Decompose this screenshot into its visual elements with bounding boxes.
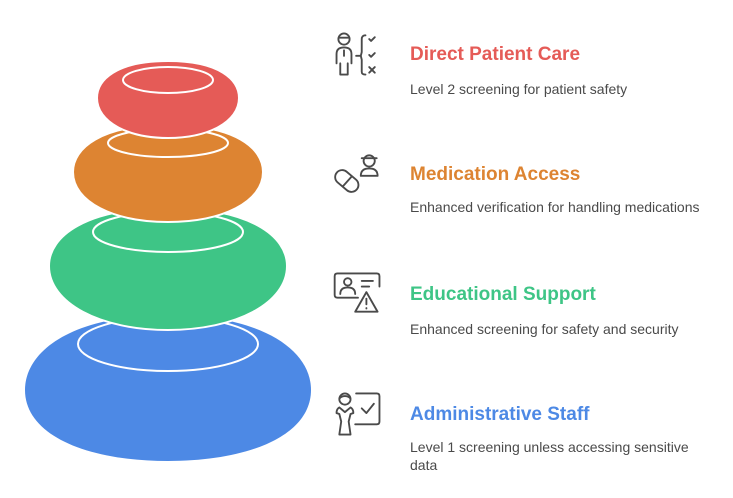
stone-direct-patient-care [95, 59, 241, 140]
layer-medication-access [71, 123, 265, 224]
layer-direct-patient-care [95, 59, 241, 140]
stone-administrative-staff [25, 315, 311, 461]
stone-educational-support [47, 206, 289, 332]
item-description: Level 2 screening for patient safety [410, 81, 628, 97]
stone-rim-direct-patient-care [122, 66, 214, 94]
layer-educational-support [47, 206, 289, 332]
item-title: Direct Patient Care [410, 44, 581, 65]
stone-medication-access [71, 123, 265, 224]
layer-administrative-staff [25, 315, 311, 461]
item-description: Enhanced screening for safety and securi… [410, 321, 679, 337]
item-title: Medication Access [410, 164, 581, 185]
person-board-check-icon [335, 392, 381, 436]
id-card-warning-icon [333, 272, 381, 313]
item-title: Administrative Staff [410, 404, 590, 425]
item-description: Level 1 screening unless accessing sensi… [410, 439, 689, 473]
checklist-person-icon [335, 32, 376, 76]
pill-person-icon [334, 154, 379, 193]
item-title: Educational Support [410, 284, 596, 305]
item-description: Enhanced verification for handling medic… [410, 199, 700, 215]
